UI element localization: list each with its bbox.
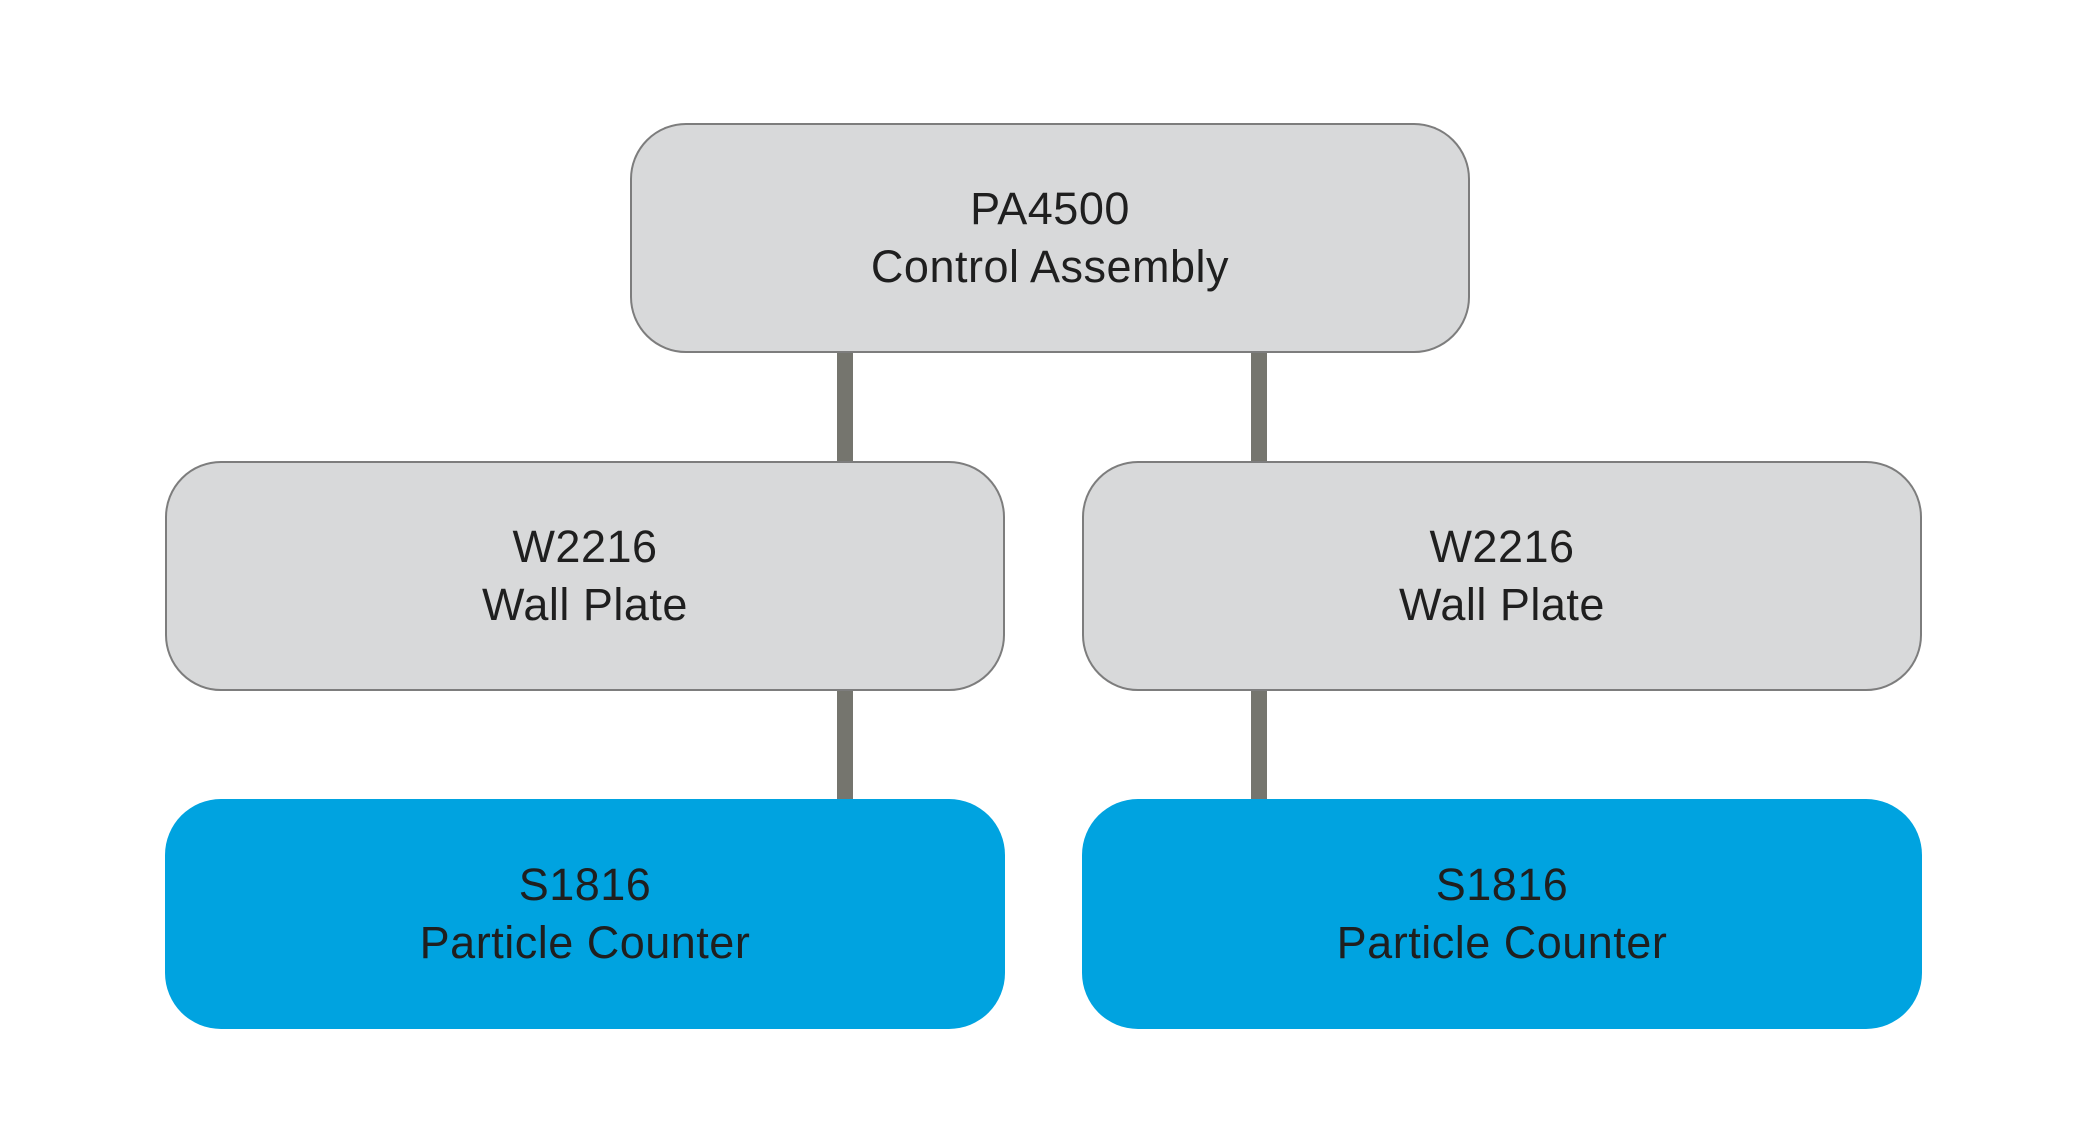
node-wall-plate-right: W2216 Wall Plate	[1082, 461, 1922, 691]
node-model-number: W2216	[1429, 521, 1575, 572]
node-description: Control Assembly	[870, 241, 1230, 292]
connector-control-assembly-to-wall-plate-right	[1251, 348, 1267, 470]
node-particle-counter-left: S1816 Particle Counter	[165, 799, 1005, 1029]
node-description: Wall Plate	[1399, 579, 1605, 630]
connector-control-assembly-to-wall-plate-left	[837, 348, 853, 470]
node-wall-plate-left: W2216 Wall Plate	[165, 461, 1005, 691]
node-model-number: W2216	[512, 521, 658, 572]
node-model-number: S1816	[518, 859, 652, 910]
node-model-number: S1816	[1435, 859, 1569, 910]
node-description: Particle Counter	[419, 917, 751, 968]
node-description: Wall Plate	[482, 579, 688, 630]
connector-wall-plate-right-to-particle-counter-right	[1251, 686, 1267, 808]
node-control-assembly: PA4500 Control Assembly	[630, 123, 1470, 353]
node-description: Particle Counter	[1336, 917, 1668, 968]
node-particle-counter-right: S1816 Particle Counter	[1082, 799, 1922, 1029]
connector-wall-plate-left-to-particle-counter-left	[837, 686, 853, 808]
node-model-number: PA4500	[970, 183, 1130, 234]
